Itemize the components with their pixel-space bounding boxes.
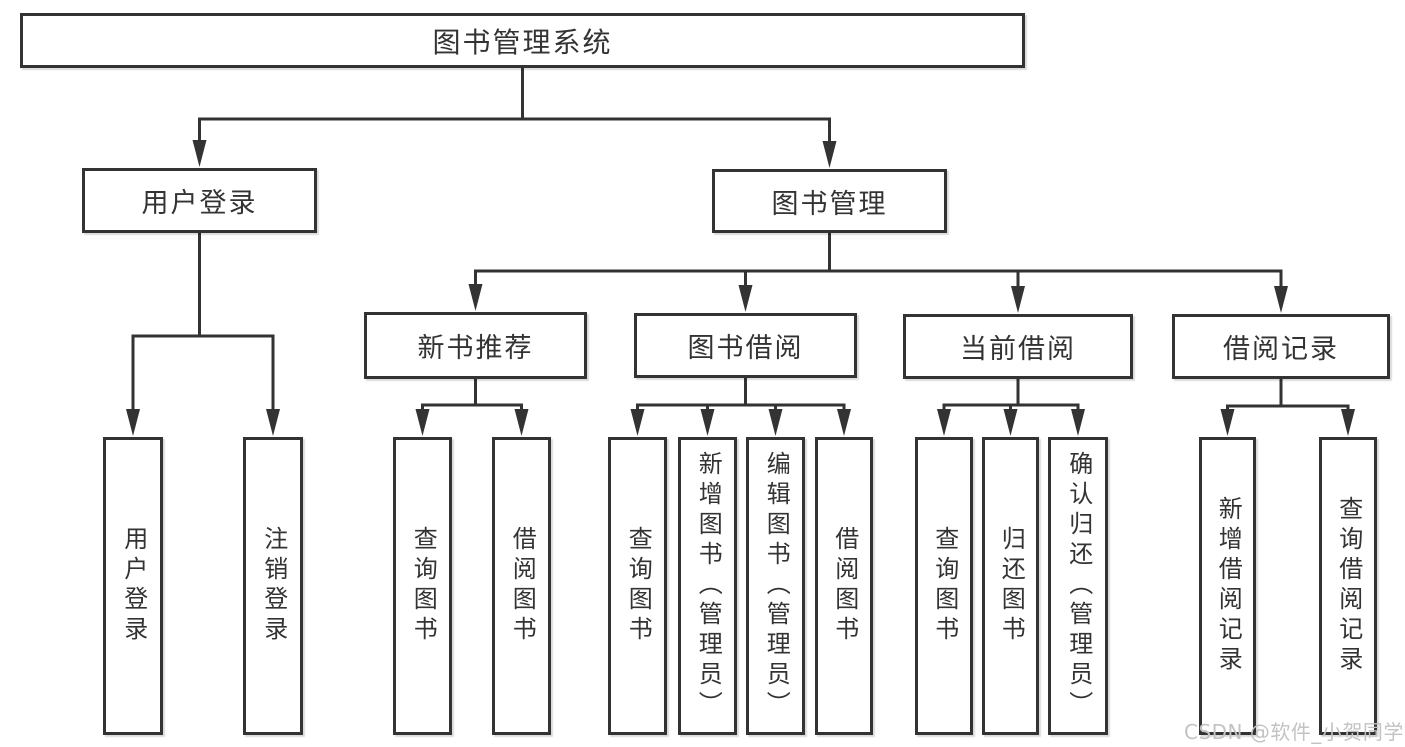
node-book-borrow: 图书借阅 xyxy=(634,313,857,378)
leaf-query-books-current: 查询图书 xyxy=(915,437,973,735)
leaf-logout: 注销登录 xyxy=(243,437,303,735)
node-borrow-records: 借阅记录 xyxy=(1172,314,1390,379)
leaf-query-books-borrow-label: 查询图书 xyxy=(624,526,653,646)
leaf-query-borrow-record-label: 查询借阅记录 xyxy=(1334,496,1363,676)
leaf-confirm-return-admin: 确认归还（管理员） xyxy=(1048,437,1108,735)
watermark: CSDN @软件_小贺同学 xyxy=(1184,720,1404,744)
node-library-system: 图书管理系统 xyxy=(20,13,1025,68)
arrowhead-icon xyxy=(1011,286,1025,313)
arrowhead-icon xyxy=(126,409,140,436)
node-current-borrow: 当前借阅 xyxy=(903,314,1133,379)
leaf-query-books-borrow: 查询图书 xyxy=(608,437,667,735)
node-current-borrow-label: 当前借阅 xyxy=(960,334,1076,365)
leaf-confirm-return-admin-label: 确认归还（管理员） xyxy=(1064,451,1093,721)
node-book-borrow-label: 图书借阅 xyxy=(687,333,804,364)
arrowhead-icon xyxy=(1220,409,1235,436)
arrowhead-icon xyxy=(514,409,529,436)
arrowhead-icon xyxy=(937,409,951,436)
node-new-book-recommend-label: 新书推荐 xyxy=(417,333,534,364)
arrowhead-icon xyxy=(266,409,280,436)
leaf-add-borrow-record-label: 新增借阅记录 xyxy=(1214,496,1243,676)
edge-l3d xyxy=(1220,377,1355,436)
arrowhead-icon xyxy=(468,284,483,311)
leaf-query-borrow-record: 查询借阅记录 xyxy=(1319,437,1377,735)
node-book-management: 图书管理 xyxy=(712,169,947,233)
node-library-system-label: 图书管理系统 xyxy=(432,25,613,59)
node-user-login-label: 用户登录 xyxy=(141,188,258,219)
arrowhead-icon xyxy=(700,409,715,436)
edge-root xyxy=(192,66,837,168)
edge-l3b xyxy=(630,376,851,436)
edge-l2b xyxy=(468,231,1288,313)
leaf-return-books-label: 归还图书 xyxy=(997,526,1026,646)
leaf-borrow-books-recommend-label: 借阅图书 xyxy=(508,526,537,646)
arrowhead-icon xyxy=(738,285,753,312)
arrowhead-icon xyxy=(1341,409,1355,436)
leaf-borrow-books: 借阅图书 xyxy=(815,437,873,735)
arrowhead-icon xyxy=(1003,409,1018,436)
edge-l3a xyxy=(415,377,529,436)
leaf-borrow-books-recommend: 借阅图书 xyxy=(492,437,551,735)
node-borrow-records-label: 借阅记录 xyxy=(1223,334,1339,365)
leaf-borrow-books-label: 借阅图书 xyxy=(830,526,859,646)
edge-l2a xyxy=(126,231,280,436)
arrowhead-icon xyxy=(1071,409,1085,436)
arrowhead-icon xyxy=(822,141,837,168)
leaf-user-login-label: 用户登录 xyxy=(119,526,148,646)
arrowhead-icon xyxy=(837,409,851,436)
arrowhead-icon xyxy=(630,409,645,436)
node-book-management-label: 图书管理 xyxy=(771,188,888,220)
leaf-add-borrow-record: 新增借阅记录 xyxy=(1199,437,1256,735)
leaf-edit-books-admin: 编辑图书（管理员） xyxy=(746,437,805,735)
leaf-add-books-admin: 新增图书（管理员） xyxy=(678,437,737,735)
leaf-query-books-recommend: 查询图书 xyxy=(393,437,452,735)
leaf-query-books-recommend-label: 查询图书 xyxy=(409,526,438,646)
edge-l3c xyxy=(937,377,1085,436)
arrowhead-icon xyxy=(768,409,783,436)
arrowhead-icon xyxy=(1274,286,1288,313)
leaf-query-books-current-label: 查询图书 xyxy=(930,526,959,646)
leaf-add-books-admin-label: 新增图书（管理员） xyxy=(694,451,723,721)
node-new-book-recommend: 新书推荐 xyxy=(364,312,587,379)
leaf-logout-label: 注销登录 xyxy=(259,526,288,646)
leaf-return-books: 归还图书 xyxy=(982,437,1039,735)
node-user-login: 用户登录 xyxy=(82,168,317,233)
arrowhead-icon xyxy=(192,140,207,167)
leaf-edit-books-admin-label: 编辑图书（管理员） xyxy=(762,451,791,721)
leaf-user-login: 用户登录 xyxy=(103,437,163,735)
arrowhead-icon xyxy=(415,409,430,436)
